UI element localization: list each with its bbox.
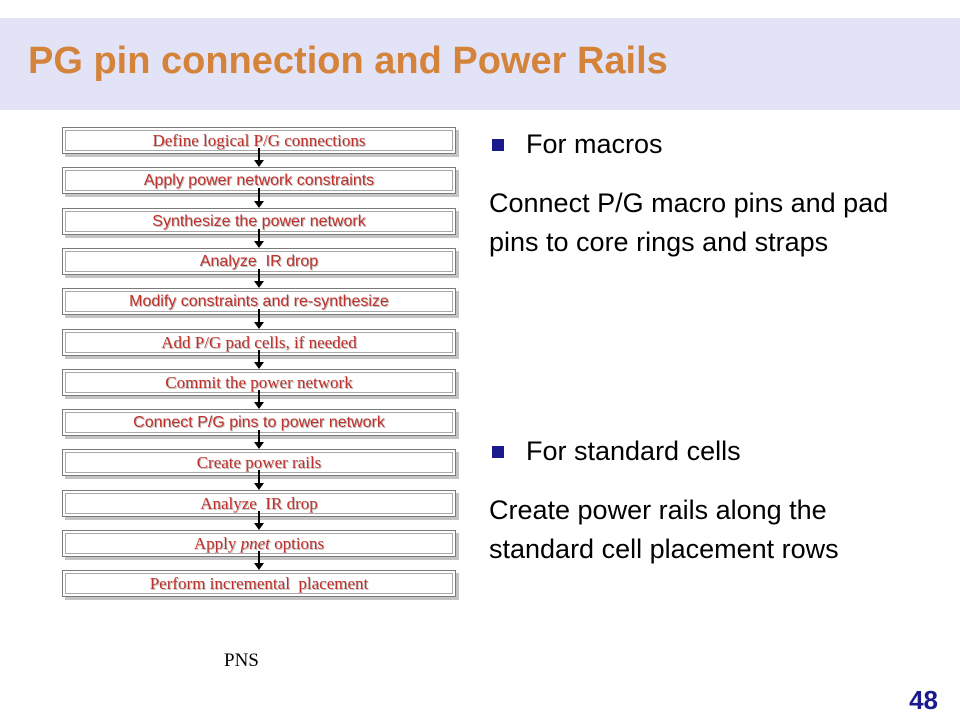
standard-cells-description: Create power rails along the standard ce… (489, 495, 839, 564)
flow-step-label-prefix: Apply (193, 533, 241, 553)
flow-step: Perform incremental placement (62, 570, 456, 597)
flow-step-label: Apply pnet options (63, 531, 455, 556)
flow-connector-line (258, 470, 260, 483)
flow-step-label: Analyze IR drop (199, 252, 319, 270)
flow-connector-line (258, 269, 260, 281)
title-band (0, 18, 960, 110)
arrow-down-icon (254, 362, 264, 369)
slide-title: PG pin connection and Power Rails (28, 40, 668, 82)
flow-connector-line (258, 551, 260, 563)
flow-step-label: Synthesize the power network (152, 212, 366, 230)
arrow-down-icon (254, 442, 264, 449)
flow-connector-line (258, 309, 260, 322)
flow-step-label: Perform incremental placement (149, 573, 369, 593)
flow-step-label: Create power rails (196, 452, 322, 472)
flow-connector-line (258, 148, 260, 160)
arrow-down-icon (254, 160, 264, 167)
flow-connector-line (258, 350, 260, 362)
flow-step: Apply power network constraints (62, 167, 456, 194)
arrow-down-icon (254, 402, 264, 409)
arrow-down-icon (254, 322, 264, 329)
flow-step: Analyze IR drop (62, 490, 456, 517)
arrow-down-icon (254, 241, 264, 248)
flow-connector-line (258, 430, 260, 442)
bullet-standard-cells: For standard cells (492, 436, 741, 467)
flow-step-inner-border (65, 573, 453, 594)
flow-connector-line (258, 390, 260, 402)
flow-step-label: Apply power network constraints (143, 171, 375, 189)
flow-step: Define logical P/G connections (62, 127, 456, 154)
arrow-down-icon (254, 281, 264, 288)
arrow-down-icon (254, 563, 264, 570)
macros-description: Connect P/G macro pins and pad pins to c… (489, 188, 889, 257)
flow-step-label-suffix: options (269, 533, 325, 553)
page-number: 48 (909, 685, 938, 715)
arrow-down-icon (254, 483, 264, 490)
arrow-down-icon (254, 523, 264, 530)
flow-caption: PNS (224, 650, 259, 671)
flow-connector-line (258, 511, 260, 523)
flow-step-label: Define logical P/G connections (152, 130, 366, 150)
arrow-down-icon (254, 201, 264, 208)
bullet-macros-label: For macros (526, 129, 663, 159)
flow-step-label: Add P/G pad cells, if needed (161, 332, 357, 352)
flow-step-label: Modify constraints and re-synthesize (129, 292, 389, 310)
flow-step-label: Analyze IR drop (200, 493, 318, 513)
flow-connector-line (258, 188, 260, 201)
bullet-macros: For macros (492, 129, 663, 160)
square-bullet-icon (492, 445, 504, 458)
bullet-standard-cells-label: For standard cells (526, 436, 741, 466)
flow-step-label: Connect P/G pins to power network (133, 413, 385, 431)
flow-connector-line (258, 229, 260, 241)
flow-step-label: Commit the power network (165, 372, 353, 392)
square-bullet-icon (492, 138, 504, 151)
flow-step-label-emphasis: pnet (240, 533, 270, 553)
